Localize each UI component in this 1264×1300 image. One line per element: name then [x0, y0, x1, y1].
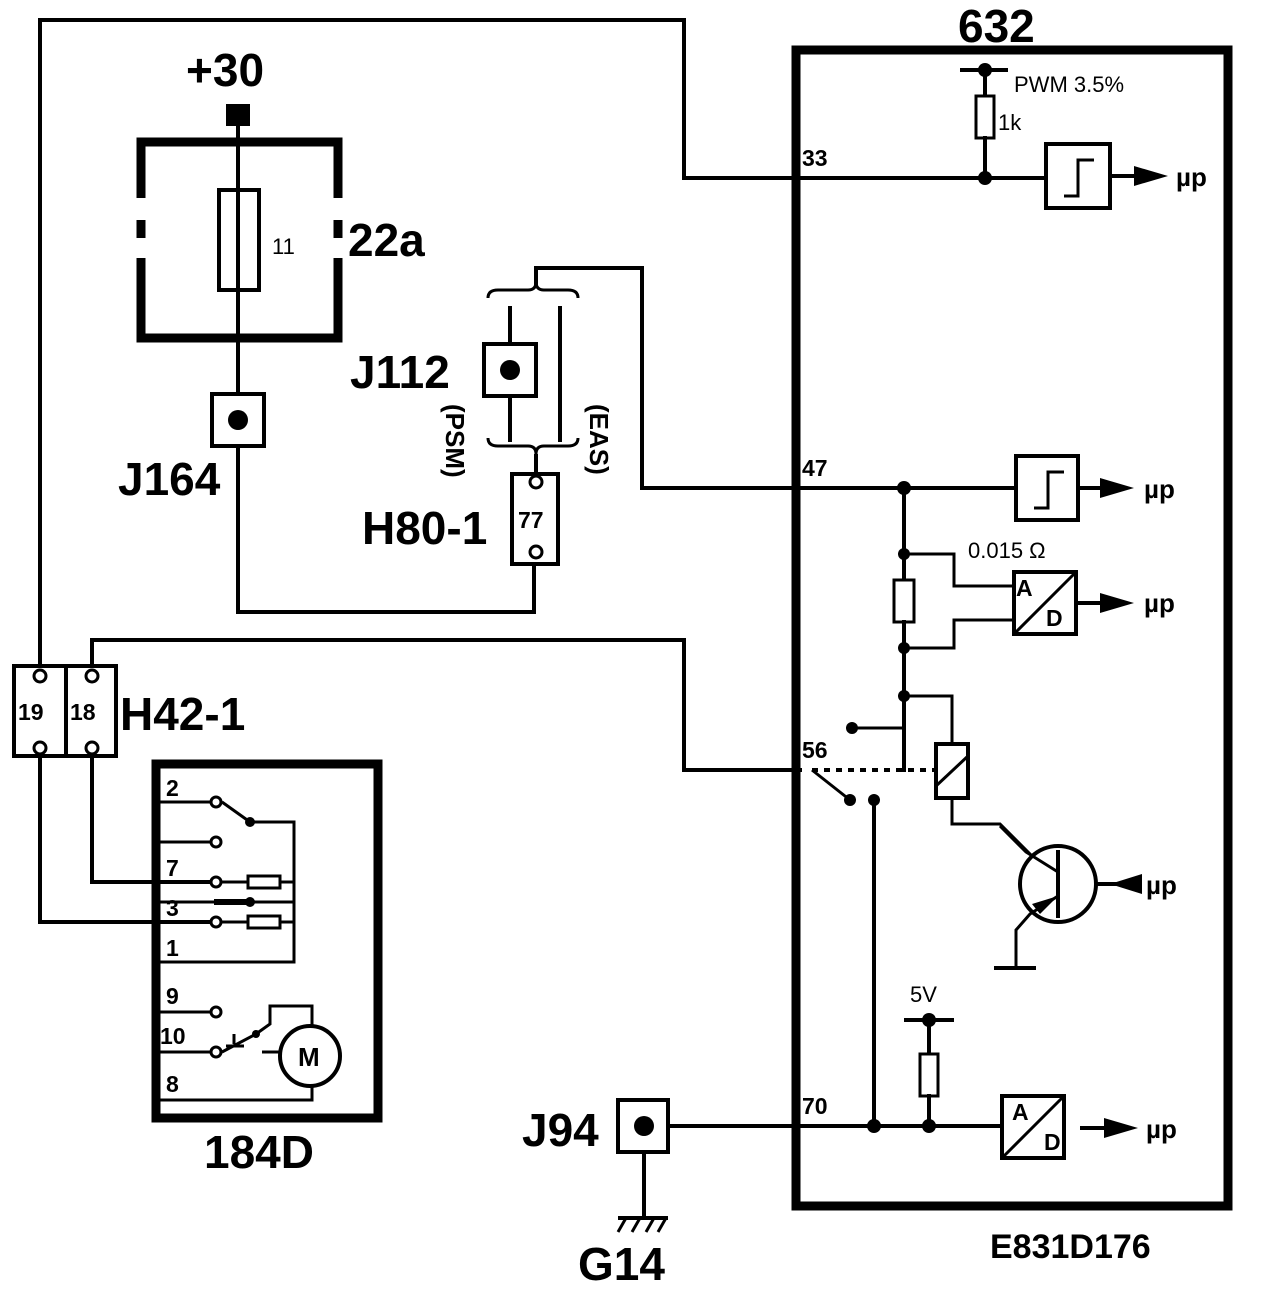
wire-h42-pin18-to-7 — [90, 750, 212, 884]
connector-j164: J164 — [118, 392, 266, 505]
micro-transistor: µp — [1146, 870, 1177, 900]
ground-label: G14 — [578, 1238, 665, 1290]
motor-label: M — [298, 1042, 320, 1072]
variant-eas: (EAS) — [584, 404, 614, 475]
h42-label: H42-1 — [120, 688, 245, 740]
module-label: 632 — [958, 0, 1035, 52]
brace-bottom — [486, 437, 580, 455]
pwm-label: PWM 3.5% — [1014, 72, 1124, 97]
pullup-resistor-70 — [918, 1052, 940, 1098]
switch-pin-7: 7 — [166, 855, 179, 881]
module-pin-70: 70 — [802, 1093, 828, 1119]
module-pin-56: 56 — [802, 737, 828, 763]
wire-pin33 — [38, 18, 987, 672]
module-pin-47: 47 — [802, 455, 828, 481]
fuse-number: 11 — [272, 234, 295, 259]
module-pin-33: 33 — [802, 145, 828, 171]
switch-pin-9: 9 — [166, 983, 179, 1009]
fusebox-label: 22a — [348, 214, 425, 266]
switch-pin-3: 3 — [166, 895, 179, 921]
wire-pin47 — [534, 266, 1018, 490]
h80-label: H80-1 — [362, 502, 487, 554]
connector-h80-1: 77 H80-1 — [362, 472, 560, 566]
shunt-label: 0.015 Ω — [968, 538, 1046, 563]
switch-unit-label: 184D — [204, 1126, 314, 1178]
h80-pin: 77 — [518, 507, 544, 533]
brace-top — [486, 281, 580, 299]
micro-47: µp — [1144, 474, 1175, 504]
wire-h42-pin19-to-1 — [38, 750, 212, 924]
micro-33: µp — [1176, 162, 1207, 192]
j112-label: J112 — [350, 346, 450, 398]
figure-reference: E831D176 — [990, 1228, 1151, 1266]
connector-h42-1: 19 18 H42-1 — [12, 664, 245, 758]
control-module-632: 632 33 47 56 70 PWM 3.5% 1k µp µp — [791, 0, 1233, 1211]
switch-pin-10: 10 — [160, 1023, 186, 1049]
svg-text:A: A — [1016, 575, 1033, 601]
switch-unit-184d: 2 7 3 1 9 10 8 — [151, 759, 383, 1178]
svg-text:D: D — [1044, 1129, 1061, 1155]
micro-ad: µp — [1144, 588, 1175, 618]
wires — [38, 18, 1018, 1220]
ref-voltage-label: 5V — [910, 982, 937, 1007]
j94-label: J94 — [522, 1104, 599, 1156]
supply-label: +30 — [186, 44, 264, 96]
pullup-resistor-label: 1k — [998, 110, 1022, 135]
h42-pin-19: 19 — [18, 699, 44, 725]
switch-pin-2: 2 — [166, 775, 179, 801]
micro-70: µp — [1146, 1114, 1177, 1144]
wire-j164-h80 — [236, 444, 536, 614]
j164-label: J164 — [118, 453, 221, 505]
switch-pin-1: 1 — [166, 935, 179, 961]
switch-pin-8: 8 — [166, 1071, 179, 1097]
h42-pin-18: 18 — [70, 699, 96, 725]
connector-j112: J112 (PSM) (EAS) — [350, 281, 614, 478]
fusebox: 11 22a — [136, 137, 425, 343]
wire-pin56 — [90, 638, 802, 772]
svg-text:D: D — [1046, 605, 1063, 631]
connector-j94: J94 — [522, 1098, 670, 1156]
supply-terminal — [226, 104, 250, 126]
variant-psm: (PSM) — [440, 404, 470, 478]
shunt-resistor — [892, 578, 916, 624]
ground-g14: G14 — [578, 1216, 668, 1290]
svg-text:A: A — [1012, 1099, 1029, 1125]
